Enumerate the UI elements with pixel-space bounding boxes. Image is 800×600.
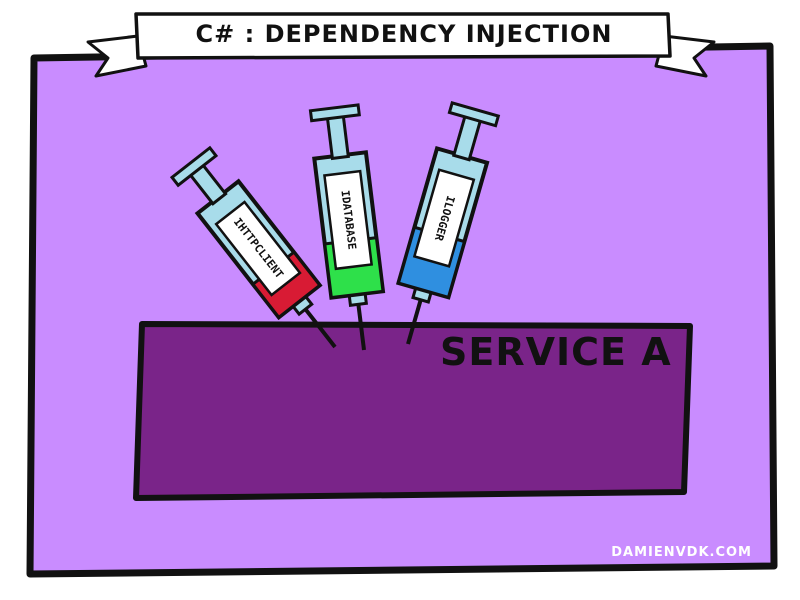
syringe-plunger-rod — [325, 113, 350, 161]
banner-body — [134, 12, 672, 60]
syringe-needle — [303, 307, 337, 349]
syringe-needle — [406, 299, 423, 345]
syringe-label-card — [323, 169, 374, 271]
service-label: SERVICE A — [440, 330, 672, 374]
syringe-ilogger: ILOGGER — [395, 100, 501, 345]
syringe-plunger-cap — [308, 103, 361, 123]
syringe-plunger-cap — [447, 100, 501, 128]
banner-title: C# : DEPENDENCY INJECTION — [195, 20, 613, 48]
syringe-label-card — [412, 168, 476, 268]
syringe-idatabase: IDATABASE — [308, 103, 386, 351]
banner-tail-left — [86, 34, 148, 78]
syringe-needle — [356, 304, 366, 351]
syringe-label-card — [214, 200, 302, 297]
service-box — [133, 321, 693, 501]
credit-watermark: DAMIENVDK.COM — [611, 545, 752, 560]
syringe-plunger-cap — [169, 145, 219, 188]
syringe-ihttpclient: IHTTPCLIENT — [169, 145, 337, 349]
